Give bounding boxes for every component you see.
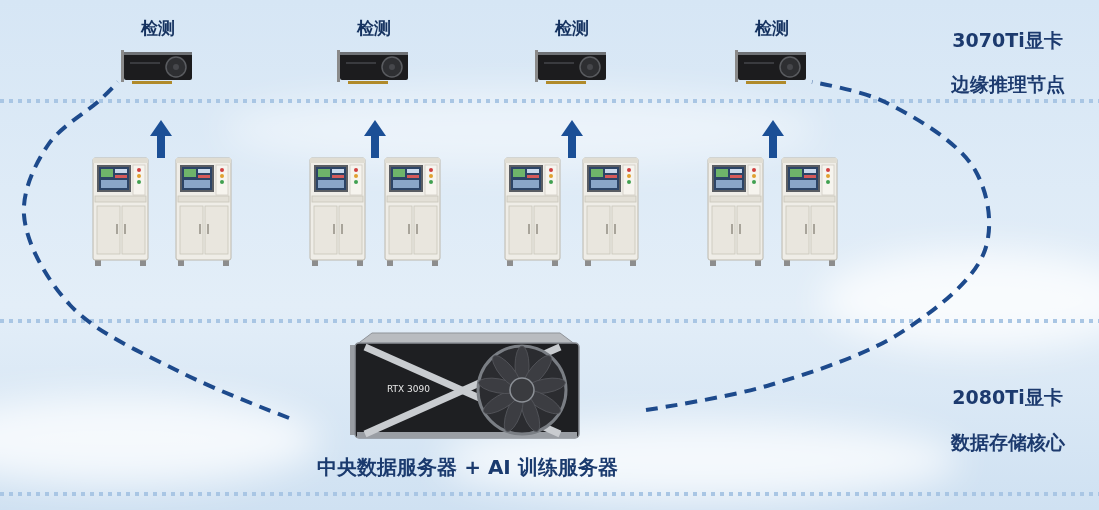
inspection-machines (93, 158, 837, 266)
dashed-link (24, 82, 289, 418)
up-arrow (364, 120, 386, 158)
gpu-model-label: 3070Ti显卡 (920, 28, 1095, 54)
clouds (0, 90, 1099, 500)
aoi-machine (93, 158, 148, 266)
tier-label: 数据存储核心 (920, 430, 1095, 456)
aoi-machine (782, 158, 837, 266)
central-server-node: RTX 3090 中央数据服务器 + AI 训练服务器 (289, 330, 646, 490)
gpu-card (735, 50, 806, 84)
server-caption: 中央数据服务器 + AI 训练服务器 (289, 455, 646, 479)
gpu-card (121, 50, 192, 84)
tier-label: 边缘推理节点 (920, 72, 1095, 98)
up-arrow (762, 120, 784, 158)
up-arrow (150, 120, 172, 158)
gpu-label: 检测 (532, 18, 612, 38)
gpu-label: 检测 (732, 18, 812, 38)
edge-gpu-node: 检测 (532, 18, 612, 82)
aoi-machine (310, 158, 365, 266)
rtx-3090-card (350, 333, 579, 438)
gpu-card (535, 50, 606, 84)
dashed-link (646, 82, 989, 410)
gpu-label: 检测 (118, 18, 198, 38)
aoi-machine (385, 158, 440, 266)
dotted-divider (0, 101, 1099, 494)
gpu-model-label: 2080Ti显卡 (920, 385, 1095, 411)
edge-gpu-cards (121, 50, 806, 84)
aoi-machine (505, 158, 560, 266)
edge-gpu-node: 检测 (334, 18, 414, 82)
up-arrow (561, 120, 583, 158)
aoi-machine (708, 158, 763, 266)
upload-arrows (150, 120, 784, 158)
edge-gpu-node: 检测 (732, 18, 812, 82)
gpu-label: 检测 (334, 18, 414, 38)
aoi-machine (176, 158, 231, 266)
card-model-text: RTX 3090 (387, 384, 430, 395)
edge-gpu-node: 检测 (118, 18, 198, 82)
aoi-machine (583, 158, 638, 266)
gpu-card (337, 50, 408, 84)
